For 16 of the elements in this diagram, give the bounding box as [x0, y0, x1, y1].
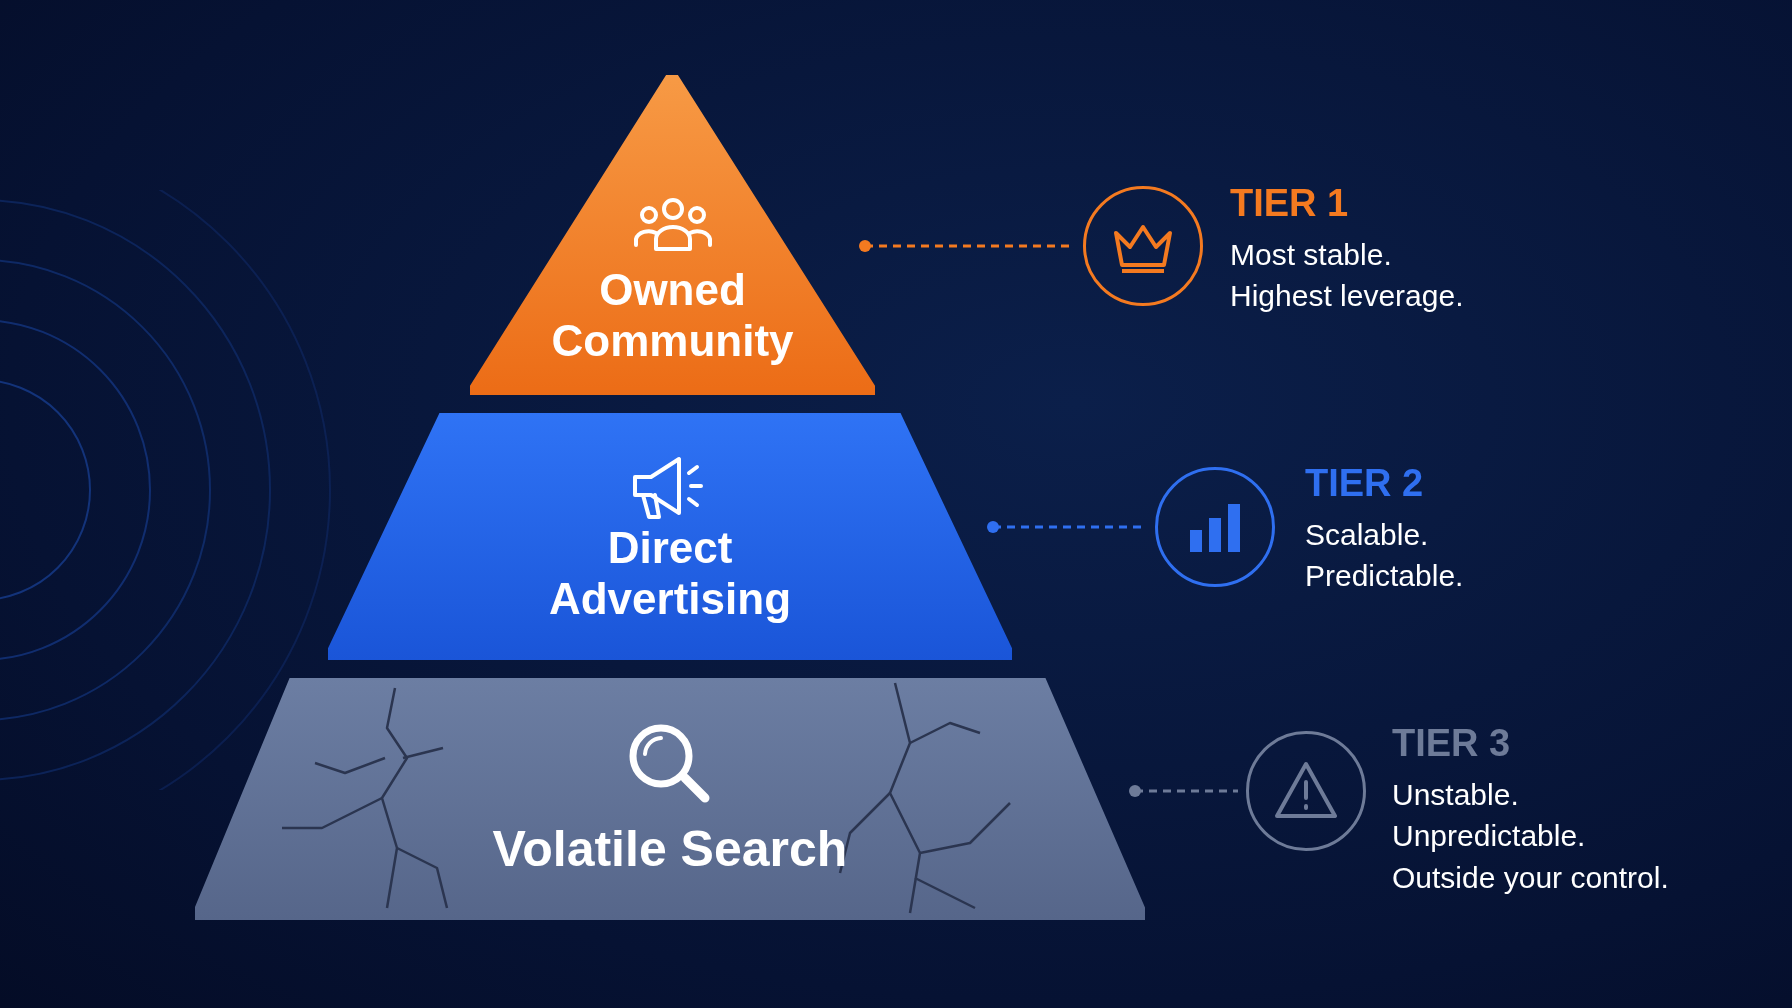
tier-description: Unstable. Unpredictable. Outside your control.: [1392, 777, 1670, 896]
pyramid-tier: [470, 75, 875, 395]
pyramid-tier: [328, 413, 1012, 660]
icon-circle: [1083, 186, 1203, 306]
tier-heading: TIER 2: [1305, 462, 1424, 505]
tier-label: Owned Community: [550, 265, 795, 367]
connector-line: [1129, 785, 1238, 797]
icon-circle: [1246, 731, 1366, 851]
tier-heading: TIER 1: [1230, 182, 1349, 225]
tier-description: Most stable. Highest leverage.: [1230, 237, 1465, 315]
tier-label: Volatile Search: [491, 821, 849, 879]
tier-description: Scalable. Predictable.: [1305, 517, 1465, 595]
tier-label: Direct Advertising: [547, 523, 792, 625]
pyramid-tier: [195, 678, 1145, 920]
tier-heading: TIER 3: [1392, 722, 1511, 765]
icon-circle: [1155, 467, 1275, 587]
